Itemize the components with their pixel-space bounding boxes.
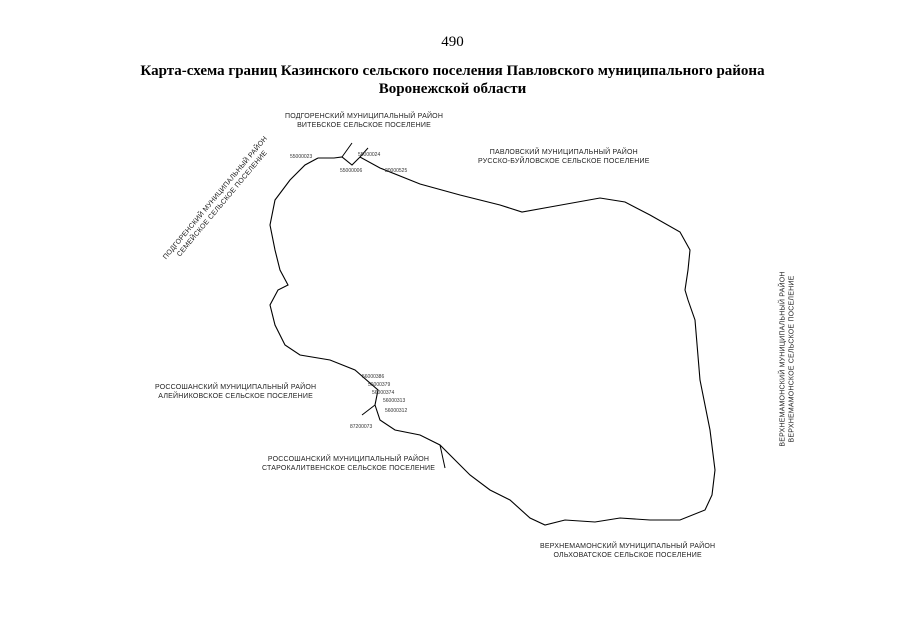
- settlement-name: ВЕРХНЕМАМОНСКОЕ СЕЛЬСКОЕ ПОСЕЛЕНИЕ: [788, 275, 796, 443]
- vertex-label: 87200073: [350, 424, 372, 430]
- vertex-label: 56000313: [383, 398, 405, 404]
- settlement-name: СТАРОКАЛИТВЕНСКОЕ СЕЛЬСКОЕ ПОСЕЛЕНИЕ: [262, 465, 436, 472]
- label-southwest: РОССОШАНСКИЙ МУНИЦИПАЛЬНЫЙ РАЙОН СТАРОКА…: [262, 455, 435, 473]
- page-title: Карта-схема границ Казинского сельского …: [100, 62, 805, 98]
- label-south: ВЕРХНЕМАМОНСКИЙ МУНИЦИПАЛЬНЫЙ РАЙОН ОЛЬХ…: [540, 542, 715, 560]
- district-name: ВЕРХНЕМАМОНСКИЙ МУНИЦИПАЛЬНЫЙ РАЙОН: [779, 271, 787, 447]
- vertex-label: 56000379: [368, 382, 390, 388]
- boundary-spur-north-1: [341, 142, 353, 158]
- title-line-1: Карта-схема границ Казинского сельского …: [140, 63, 765, 79]
- boundary-spur-north-2: [359, 147, 369, 158]
- boundary-spur-west: [361, 404, 376, 416]
- page-number: 490: [441, 34, 464, 50]
- vertex-label: 20000525: [385, 168, 407, 174]
- district-name: ВЕРХНЕМАМОНСКИЙ МУНИЦИПАЛЬНЫЙ РАЙОН: [540, 543, 716, 550]
- settlement-boundary: [269, 156, 716, 526]
- district-name: РОССОШАНСКИЙ МУНИЦИПАЛЬНЫЙ РАЙОН: [267, 456, 430, 463]
- vertex-label: 56000312: [385, 408, 407, 414]
- settlement-name: АЛЕЙНИКОВСКОЕ СЕЛЬСКОЕ ПОСЕЛЕНИЕ: [158, 393, 313, 400]
- district-name: ПАВЛОВСКИЙ МУНИЦИПАЛЬНЫЙ РАЙОН: [489, 149, 638, 156]
- district-name: ПОДГОРЕНСКИЙ МУНИЦИПАЛЬНЫЙ РАЙОН: [285, 113, 444, 120]
- title-line-2: Воронежской области: [378, 81, 527, 97]
- label-north: ПОДГОРЕНСКИЙ МУНИЦИПАЛЬНЫЙ РАЙОН ВИТЕБСК…: [285, 112, 443, 130]
- vertex-label: 55000006: [340, 168, 362, 174]
- vertex-label: 55000023: [290, 154, 312, 160]
- label-east: ВЕРХНЕМАМОНСКИЙ МУНИЦИПАЛЬНЫЙ РАЙОН ВЕРХ…: [779, 271, 797, 446]
- district-name: РОССОШАНСКИЙ МУНИЦИПАЛЬНЫЙ РАЙОН: [155, 384, 317, 391]
- vertex-label: 56000386: [362, 374, 384, 380]
- settlement-name: ВИТЕБСКОЕ СЕЛЬСКОЕ ПОСЕЛЕНИЕ: [297, 122, 432, 129]
- vertex-label: 56000374: [372, 390, 394, 396]
- settlement-name: РУССКО-БУЙЛОВСКОЕ СЕЛЬСКОЕ ПОСЕЛЕНИЕ: [478, 158, 650, 165]
- label-west: РОССОШАНСКИЙ МУНИЦИПАЛЬНЫЙ РАЙОН АЛЕЙНИК…: [155, 383, 316, 401]
- boundary-spur-south: [439, 444, 446, 469]
- label-northeast: ПАВЛОВСКИЙ МУНИЦИПАЛЬНЫЙ РАЙОН РУССКО-БУ…: [478, 148, 650, 166]
- vertex-label: 55000024: [358, 152, 380, 158]
- settlement-name: ОЛЬХОВАТСКОЕ СЕЛЬСКОЕ ПОСЕЛЕНИЕ: [553, 552, 702, 559]
